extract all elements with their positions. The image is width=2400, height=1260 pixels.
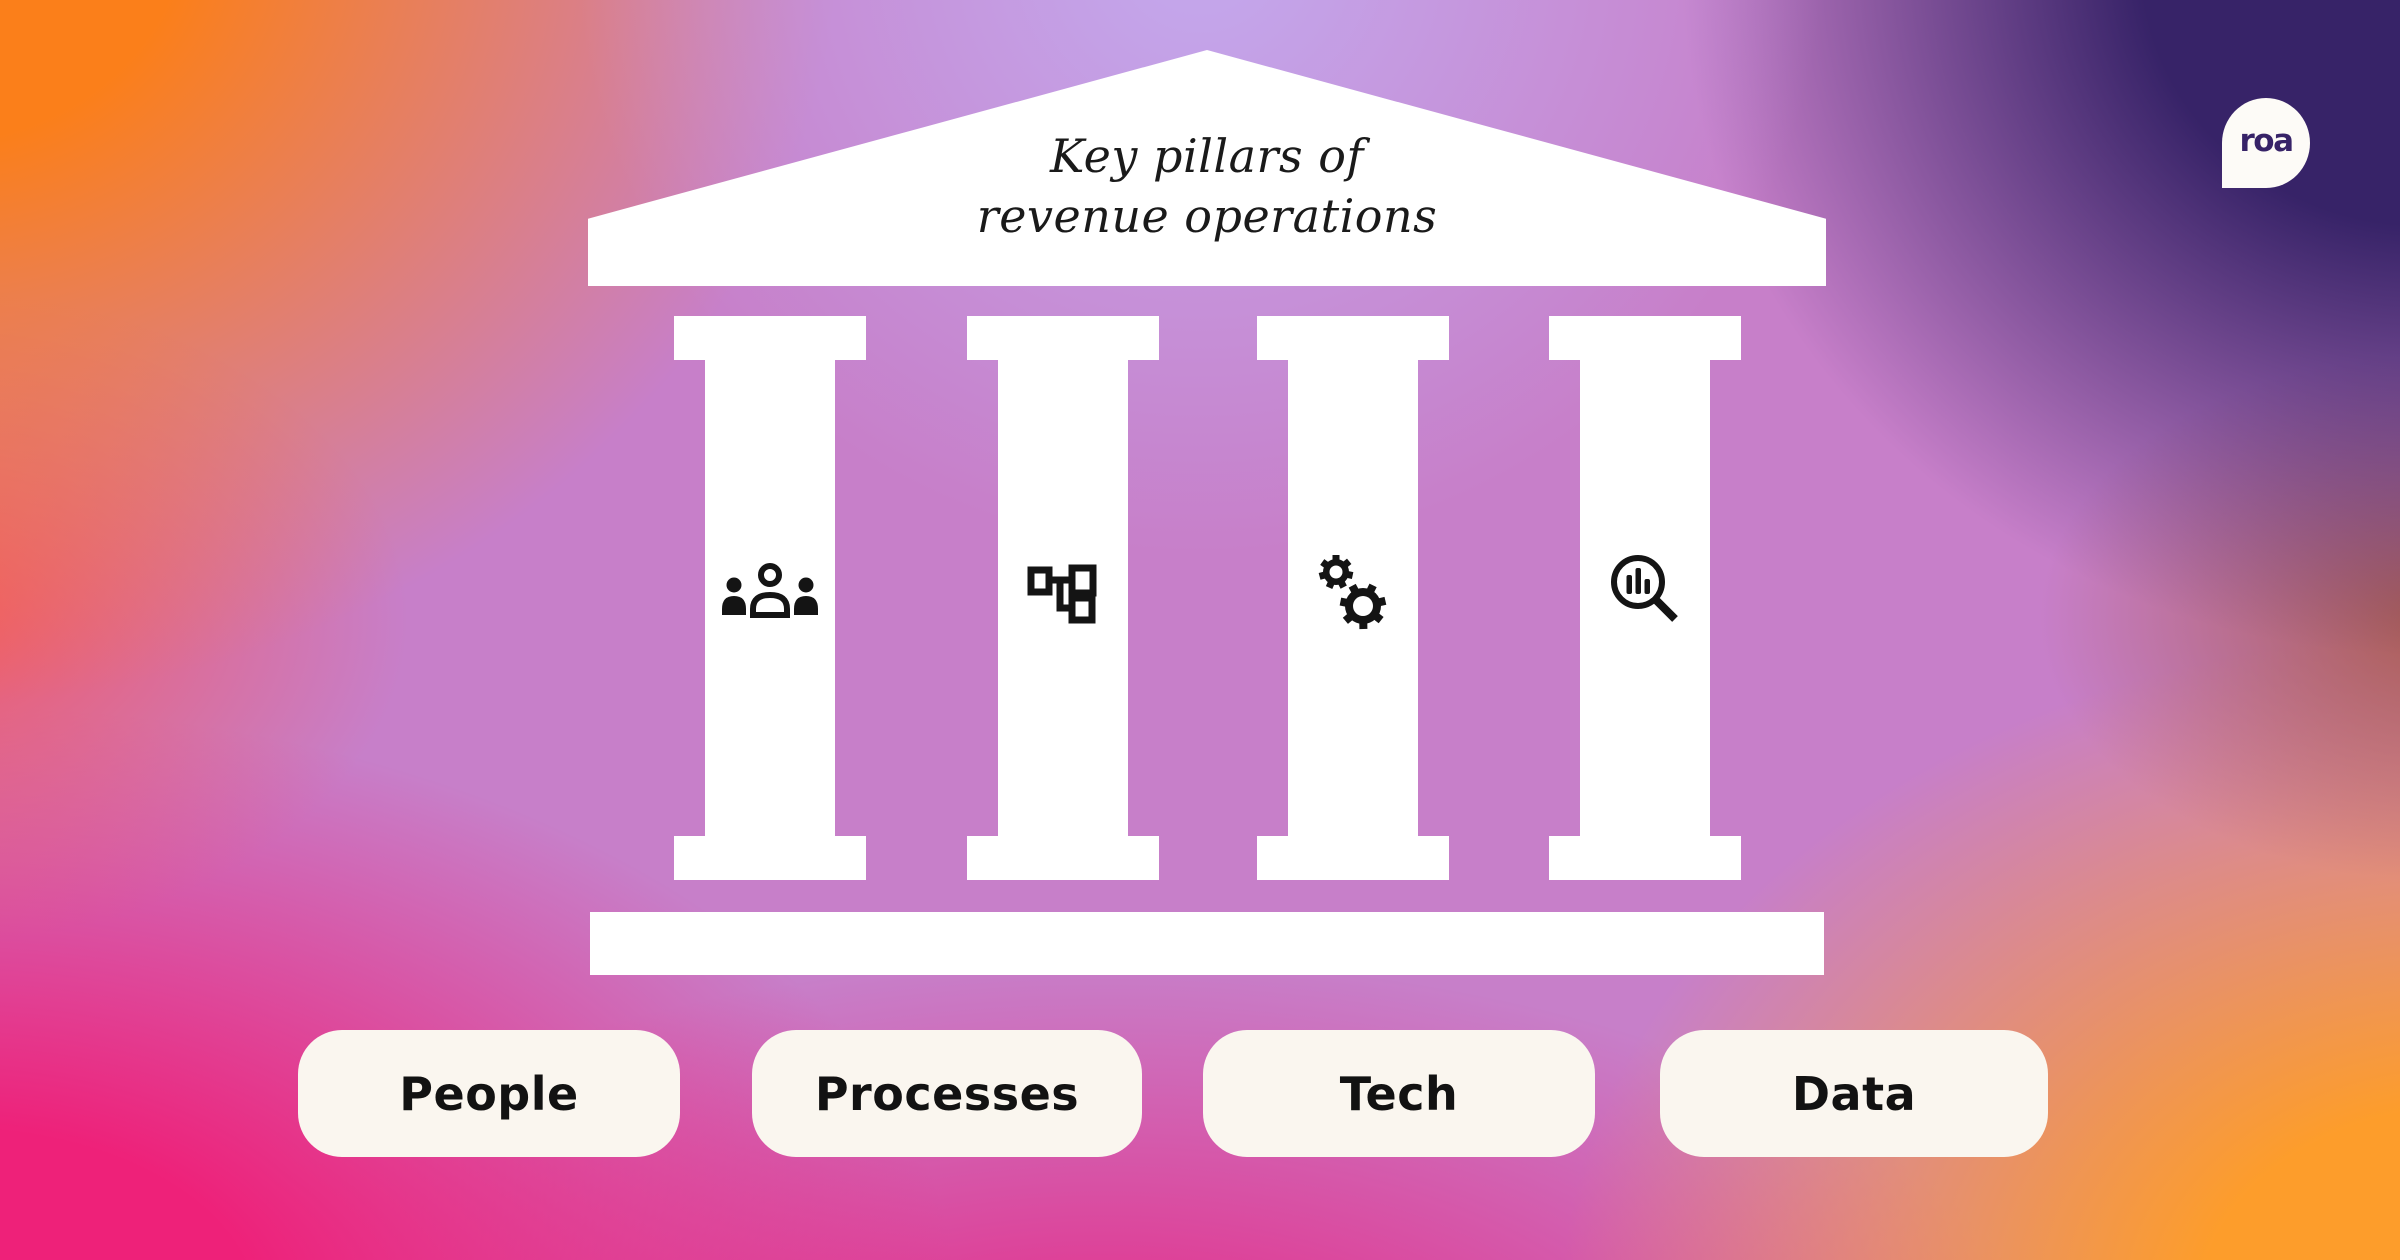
pillar-capital xyxy=(1257,316,1449,360)
flowchart-icon xyxy=(1027,564,1097,624)
roa-logo-text: roa xyxy=(2239,123,2294,159)
label-pill-data: Data xyxy=(1660,1030,2048,1157)
pillar-capital xyxy=(967,316,1159,360)
pillar-shaft xyxy=(1288,360,1418,836)
title-line-2: revenue operations xyxy=(976,189,1438,243)
pillar-shaft xyxy=(998,360,1128,836)
pillar-data xyxy=(1549,316,1741,880)
pillar-base xyxy=(674,836,866,880)
pillar-processes xyxy=(967,316,1159,880)
page-title: Key pillars of revenue operations xyxy=(588,126,1826,246)
label-pill-people: People xyxy=(298,1030,680,1157)
title-line-1: Key pillars of xyxy=(1050,129,1364,183)
pill-label: Tech xyxy=(1339,1066,1459,1121)
label-pill-tech: Tech xyxy=(1203,1030,1595,1157)
pillar-people xyxy=(674,316,866,880)
pillar-capital xyxy=(1549,316,1741,360)
pillar-tech xyxy=(1257,316,1449,880)
pillar-base xyxy=(967,836,1159,880)
pediment: Key pillars of revenue operations xyxy=(588,50,1826,286)
pillar-base xyxy=(1549,836,1741,880)
pillar-capital xyxy=(674,316,866,360)
pillar-base xyxy=(1257,836,1449,880)
gears-icon xyxy=(1318,555,1387,630)
people-icon xyxy=(722,563,818,618)
pill-label: People xyxy=(399,1066,579,1121)
label-pill-processes: Processes xyxy=(752,1030,1142,1157)
temple-base-bar xyxy=(590,912,1824,975)
pill-label: Data xyxy=(1791,1066,1917,1121)
roa-logo: roa xyxy=(2222,98,2310,188)
chart-magnifier-icon xyxy=(1611,555,1678,622)
pillar-shaft xyxy=(705,360,835,836)
pillar-shaft xyxy=(1580,360,1710,836)
pill-label: Processes xyxy=(814,1066,1080,1121)
